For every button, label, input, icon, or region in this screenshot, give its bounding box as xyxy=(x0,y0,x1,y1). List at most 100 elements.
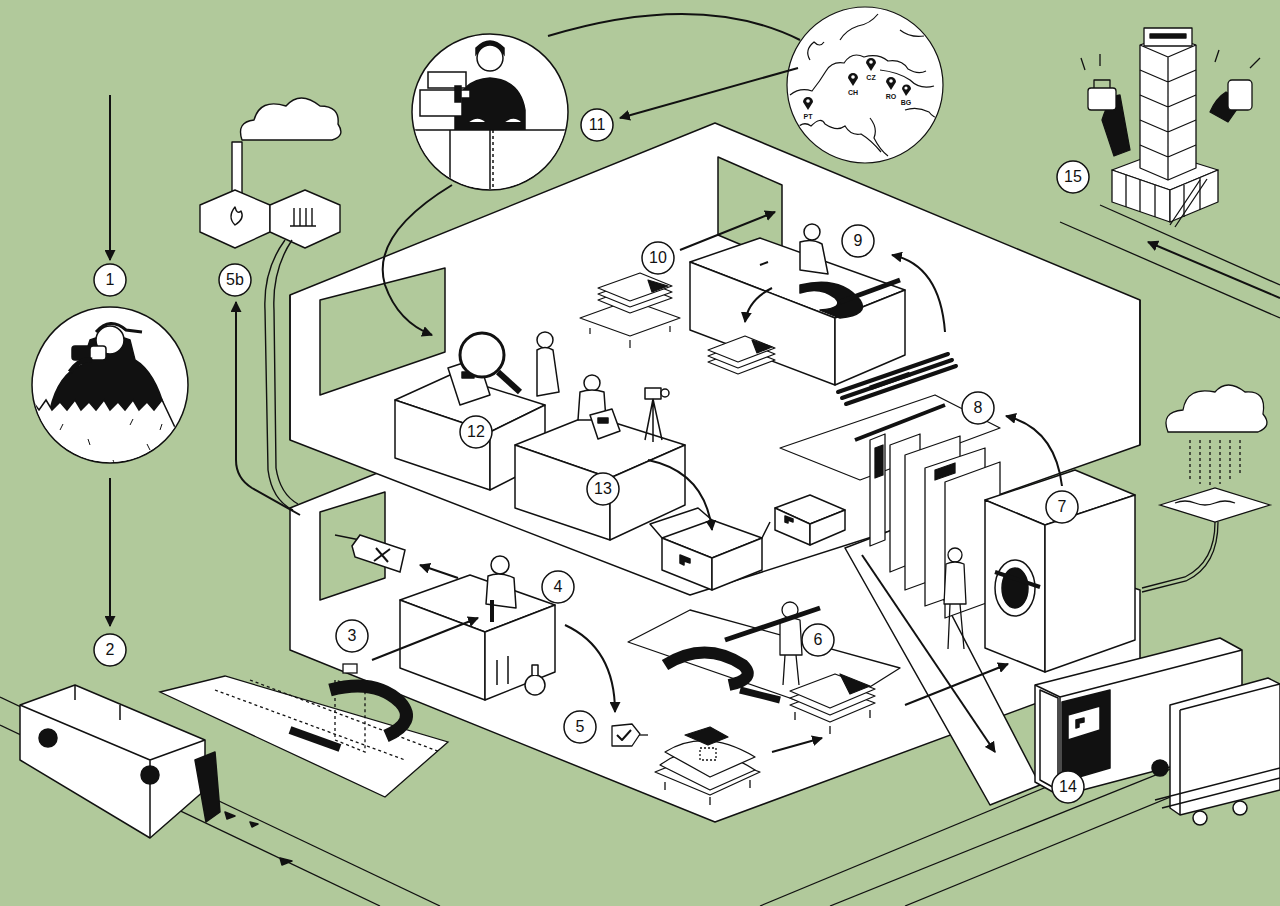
rain-cloud xyxy=(1160,488,1270,522)
photo-table xyxy=(598,418,608,423)
scene-map xyxy=(787,7,943,163)
carton-box xyxy=(712,538,762,590)
wash-station xyxy=(497,656,508,685)
flow-arrows xyxy=(745,288,772,322)
wash-station xyxy=(400,600,485,700)
box-tower xyxy=(1140,45,1196,180)
scene-map xyxy=(851,75,855,79)
approved-stack xyxy=(612,724,760,805)
scene-sewing xyxy=(455,86,461,102)
callout-circles xyxy=(1057,161,1089,193)
carton-box xyxy=(662,538,712,590)
callout-circles xyxy=(1052,771,1084,803)
tarp-truck xyxy=(39,729,57,747)
tarp-truck xyxy=(141,766,159,784)
drying-rack xyxy=(855,405,945,440)
sheet-stacks xyxy=(752,340,772,353)
callout-number: 9 xyxy=(854,233,863,249)
scene-sewing xyxy=(450,130,490,200)
approved-stack xyxy=(617,730,631,740)
callout-circles xyxy=(94,634,126,666)
callout-circles xyxy=(1046,491,1078,523)
flow-arrows xyxy=(905,664,1008,705)
sorting-sheet xyxy=(790,674,875,708)
callout-number: 5 xyxy=(576,719,585,735)
lorry xyxy=(1035,638,1280,825)
scene-field xyxy=(45,419,162,465)
flow-arrows xyxy=(1148,242,1280,298)
flow-arrows xyxy=(1006,416,1062,486)
callout-circles xyxy=(642,242,674,274)
approved-stack xyxy=(700,748,716,760)
lorry xyxy=(1062,690,1110,782)
flow-arrows xyxy=(109,478,111,626)
scene-sewing xyxy=(468,118,522,122)
scene-field xyxy=(70,360,92,372)
callout-number: 6 xyxy=(814,632,823,648)
callout-circles xyxy=(94,109,1089,803)
scene-field xyxy=(96,323,142,332)
lorry xyxy=(1076,718,1084,728)
callout-number: 4 xyxy=(554,579,563,595)
cutting-table xyxy=(690,262,835,385)
wash-station xyxy=(490,600,494,622)
callout-circles xyxy=(842,225,874,257)
scene-field xyxy=(25,400,200,480)
cutting-table xyxy=(760,262,768,265)
lorry xyxy=(1040,690,1058,790)
scene-map xyxy=(806,60,907,103)
callout-circles xyxy=(564,711,596,743)
wash-station xyxy=(400,556,555,700)
sorting-sheet xyxy=(665,653,748,686)
scene-sewing xyxy=(420,90,470,116)
callout-number: 10 xyxy=(649,250,667,266)
factory xyxy=(200,190,270,248)
sheet-stacks xyxy=(590,326,670,348)
map-label: RO xyxy=(885,93,898,100)
carton-box xyxy=(785,516,793,523)
map-label: CH xyxy=(847,89,859,96)
rain-cloud xyxy=(1142,522,1218,592)
scene-map xyxy=(806,99,810,103)
approved-stack xyxy=(685,727,728,745)
scene-map xyxy=(889,79,893,83)
washing-machine xyxy=(995,560,1035,616)
flow-arrows xyxy=(565,625,615,712)
scene-sewing xyxy=(400,34,580,200)
flow-arrows xyxy=(110,68,1280,752)
photo-table xyxy=(515,375,685,540)
callout-number: 3 xyxy=(348,628,357,644)
callout-number: 14 xyxy=(1059,779,1077,795)
scene-field xyxy=(25,323,200,480)
factory xyxy=(290,208,316,226)
callout-circles xyxy=(962,392,994,424)
route-line xyxy=(548,14,800,40)
scene-map xyxy=(866,58,876,71)
scene-map xyxy=(790,14,943,156)
inspection-table xyxy=(460,333,504,377)
lorry xyxy=(1068,706,1100,740)
factory xyxy=(232,142,242,197)
scene-sewing xyxy=(476,41,504,54)
scene-map xyxy=(886,77,896,90)
sheet-stacks xyxy=(648,280,668,292)
callout-circles xyxy=(587,473,619,505)
drying-rack xyxy=(875,445,955,480)
box-tower xyxy=(1088,88,1116,110)
flow-arrows xyxy=(620,68,798,118)
flow-arrows xyxy=(772,738,822,752)
inspection-table xyxy=(537,348,559,397)
factory xyxy=(241,98,341,140)
reject-tag xyxy=(335,535,405,572)
sorting-sheet xyxy=(780,618,802,685)
scene-sewing xyxy=(492,130,494,200)
callout-circles xyxy=(460,416,492,448)
flow-arrows xyxy=(862,555,995,752)
drying-rack xyxy=(944,562,966,649)
tarp-truck xyxy=(195,752,220,822)
box-tower xyxy=(1094,80,1110,88)
